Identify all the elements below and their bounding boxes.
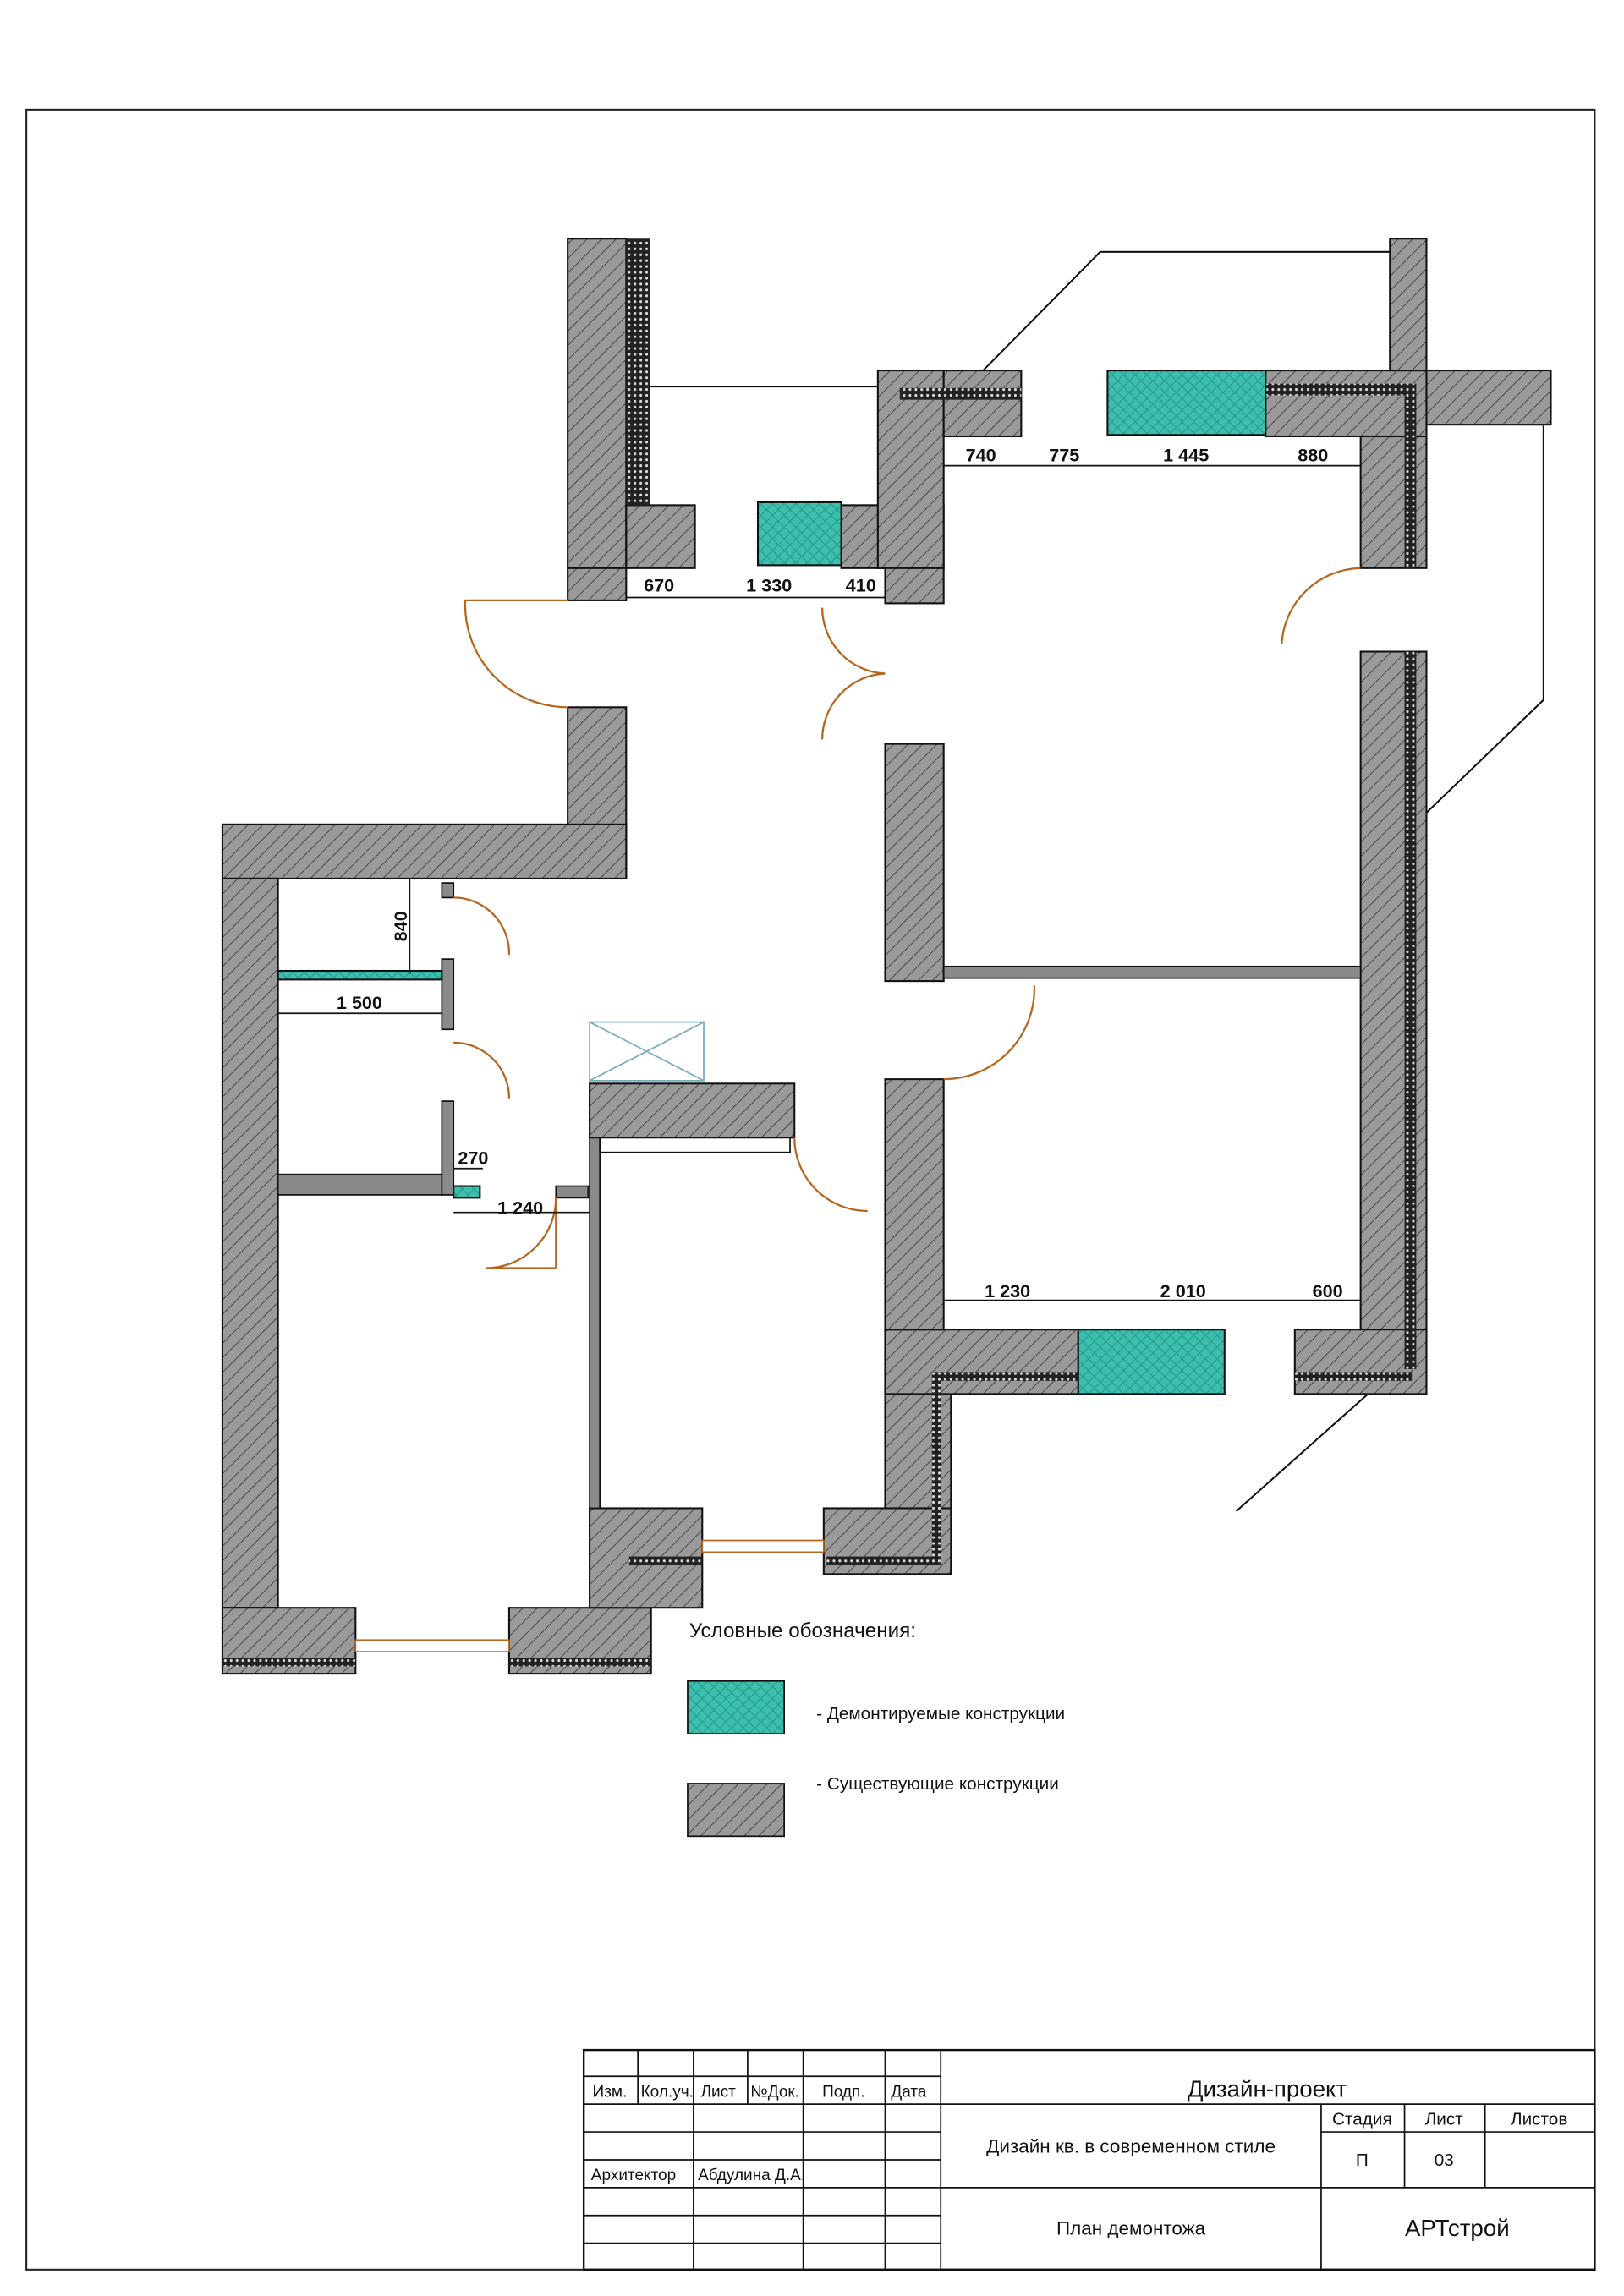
project-description: Дизайн кв. в современном стиле <box>986 2135 1276 2156</box>
sheets-label: Листов <box>1511 2109 1567 2129</box>
dim-1230: 1 230 <box>985 1280 1030 1301</box>
header-doc-no: №Док. <box>750 2084 799 2101</box>
demolished-walls <box>277 370 1267 1395</box>
dim-600: 600 <box>1313 1280 1343 1301</box>
header-izm: Изм. <box>593 2084 628 2101</box>
title-block-text: Изм. Кол.уч. Лист №Док. Подп. Дата Архит… <box>591 2076 1568 2242</box>
dimension-lines <box>277 464 1361 1301</box>
dim-775: 775 <box>1049 444 1079 465</box>
header-list: Лист <box>701 2084 737 2101</box>
legend-label-existing: - Существующие конструкции <box>816 1774 1059 1794</box>
company-name: АРТстрой <box>1405 2215 1510 2241</box>
legend-label-demolished: - Демонтируемые конструкции <box>816 1704 1065 1723</box>
header-kol-uch: Кол.уч. <box>641 2084 694 2101</box>
dim-2010: 2 010 <box>1160 1280 1206 1301</box>
partitions <box>277 882 1362 1510</box>
dim-670: 670 <box>644 575 674 596</box>
insulation-layers <box>222 238 1417 1667</box>
dim-1500: 1 500 <box>337 992 382 1013</box>
stage-value: П <box>1356 2151 1369 2170</box>
dim-1445: 1 445 <box>1163 444 1209 465</box>
legend: Условные обозначения: - Демонтируемые ко… <box>687 1619 1065 1838</box>
project-title: Дизайн-проект <box>1188 2076 1347 2102</box>
windows <box>354 1539 825 1653</box>
role: Архитектор <box>591 2167 676 2184</box>
dim-1240: 1 240 <box>497 1197 543 1218</box>
sheet-title: План демонтожа <box>1056 2217 1206 2238</box>
dim-410: 410 <box>846 575 876 596</box>
dim-740: 740 <box>966 444 996 465</box>
author: Абдулина Д.А. <box>698 2167 805 2184</box>
sheet-label: Лист <box>1425 2109 1464 2129</box>
legend-title: Условные обозначения: <box>689 1619 916 1642</box>
legend-swatch-existing <box>687 1783 785 1838</box>
sheet-value: 03 <box>1435 2151 1454 2170</box>
dim-1330: 1 330 <box>746 575 792 596</box>
dimension-labels: 670 1 330 410 740 775 1 445 880 840 1 50… <box>337 444 1343 1301</box>
header-date: Дата <box>891 2084 927 2101</box>
dim-270: 270 <box>458 1148 488 1169</box>
stage-label: Стадия <box>1332 2109 1392 2129</box>
title-block <box>582 2048 1596 2271</box>
legend-swatch-demolished <box>687 1680 785 1734</box>
dim-840: 840 <box>390 911 411 941</box>
dim-880: 880 <box>1298 444 1328 465</box>
header-signature: Подп. <box>822 2084 864 2101</box>
ventilation-shaft <box>589 1021 705 1082</box>
existing-walls <box>221 238 1552 1675</box>
